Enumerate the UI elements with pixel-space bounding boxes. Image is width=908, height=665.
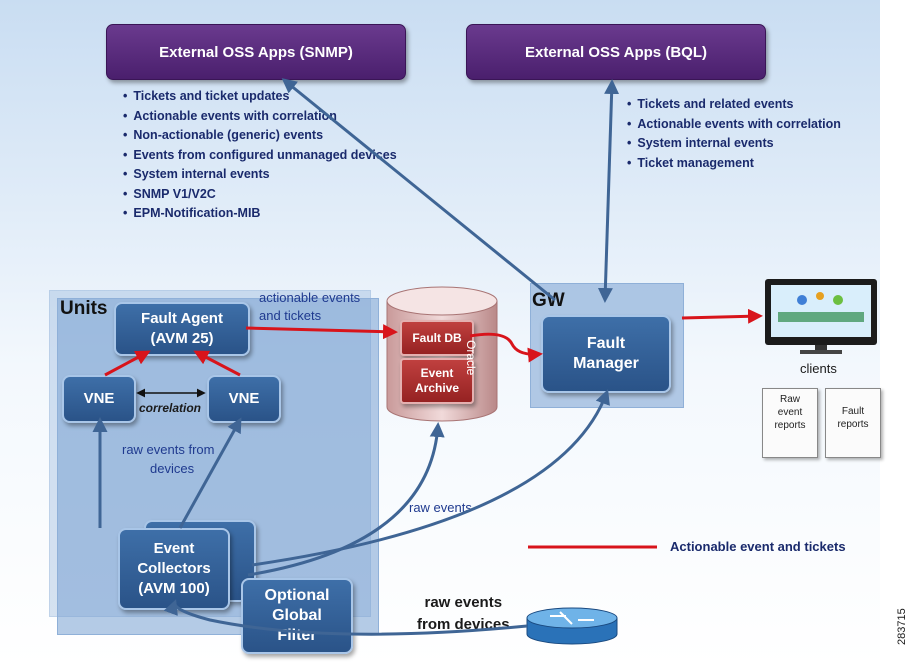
external-oss-bql-label: External OSS Apps (BQL) [525,43,707,61]
external-oss-snmp-label: External OSS Apps (SNMP) [159,43,353,61]
snmp-feature-list: Tickets and ticket updates Actionable ev… [123,87,397,224]
filter-label: Global [272,607,322,624]
bql-feature-item: System internal events [627,134,841,154]
clients-label: clients [800,361,837,376]
devices-filter-arrow [163,599,528,636]
snmp-feature-item: EPM-Notification-MIB [123,204,397,224]
bql-feature-item: Actionable events with correlation [627,115,841,135]
fm-clients-arrow [681,308,763,324]
external-oss-snmp-box: External OSS Apps (SNMP) [106,24,406,80]
snmp-feature-item: System internal events [123,165,397,185]
legend-label: Actionable event and tickets [670,539,846,554]
vne-node-right: VNE [207,375,281,423]
fault-manager-label: Manager [573,355,639,372]
event-collectors-label: (AVM 100) [138,580,210,597]
snmp-feature-item: Events from configured unmanaged devices [123,146,396,166]
bql-feature-item: Ticket management [627,154,841,174]
collector-fm-arrow [251,389,610,567]
db-fm-arrow [469,332,543,363]
event-archive-label: Archive [414,381,460,395]
fault-manager-label: Fault [586,335,626,352]
gw-bql-arrow [597,79,620,303]
snmp-feature-item: Tickets and ticket updates [123,87,397,107]
fault-db-box: Fault DB [400,320,474,356]
vne-right-agent-arrow [193,350,241,377]
event-archive-label: Event [420,366,454,380]
fault-agent-label: Fault Agent [141,310,223,327]
bql-feature-list: Tickets and related events Actionable ev… [627,95,841,173]
vne-label: VNE [83,390,115,407]
fault-db-label: Fault DB [412,331,462,345]
collector-db-arrow [247,422,445,577]
snmp-feature-item: Actionable events with correlation [123,107,397,127]
filter-label: Optional [264,587,330,604]
fault-agent-db-arrow [245,324,398,340]
gw-snmp-arrow [281,78,556,302]
snmp-feature-item: Non-actionable (generic) events [123,126,397,146]
raw-events-label: raw events [409,500,472,515]
bql-feature-item: Tickets and related events [627,95,841,115]
vne-node-left: VNE [62,375,136,423]
event-collectors-label: Event [153,540,195,557]
snmp-feature-item: SNMP V1/V2C [123,185,397,205]
units-label: Units [60,298,108,319]
gw-label: GW [532,290,565,311]
event-collectors-label: Collectors [137,560,211,577]
fault-agent-label: (AVM 25) [150,330,214,347]
vne-label: VNE [228,390,260,407]
collector-vne-right-arrow [178,417,242,529]
correlation-label: correlation [139,401,202,415]
vne-left-agent-arrow [104,350,151,377]
router-icon [526,607,618,645]
monitor-icon [765,279,877,354]
